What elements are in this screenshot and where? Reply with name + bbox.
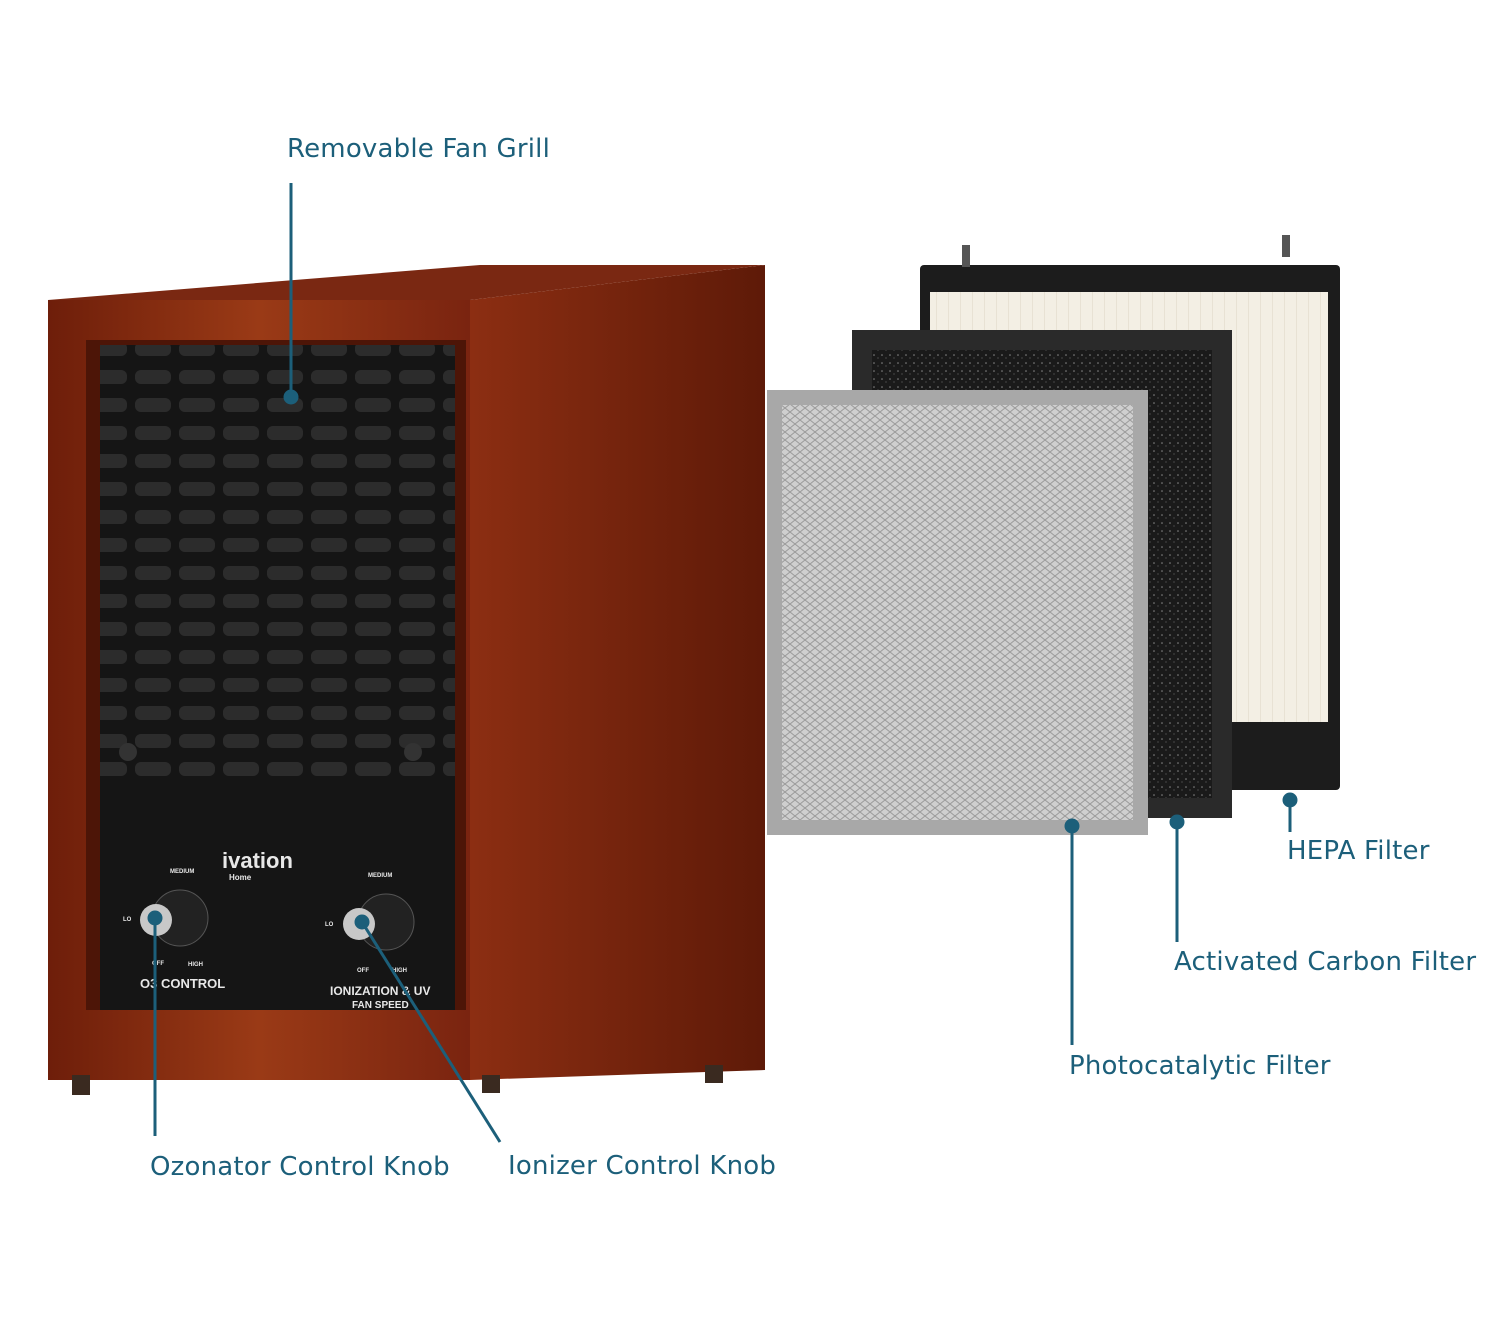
air-purifier: ivation Home MEDIUM LO OFF HIGH O3 CONTR… bbox=[48, 265, 765, 1095]
hepa-label: HEPA Filter bbox=[1287, 836, 1430, 866]
ionizer-dot bbox=[354, 914, 370, 930]
carbon-label: Activated Carbon Filter bbox=[1174, 947, 1477, 977]
ozonator-label: Ozonator Control Knob bbox=[150, 1152, 450, 1182]
svg-text:HIGH: HIGH bbox=[188, 962, 203, 968]
ionization-label: IONIZATION & UV bbox=[330, 984, 430, 998]
svg-text:MEDIUM: MEDIUM bbox=[170, 869, 194, 875]
cabinet-side bbox=[470, 265, 765, 1080]
photo-label: Photocatalytic Filter bbox=[1069, 1051, 1331, 1081]
svg-text:LO: LO bbox=[123, 917, 132, 923]
callout-lines bbox=[147, 183, 1298, 1143]
fan-grill-label: Removable Fan Grill bbox=[287, 134, 550, 164]
photocatalytic-filter bbox=[767, 390, 1148, 835]
svg-text:OFF: OFF bbox=[357, 968, 369, 974]
svg-text:MEDIUM: MEDIUM bbox=[368, 873, 392, 879]
carbon-dot bbox=[1169, 814, 1185, 830]
fan-grill bbox=[100, 345, 455, 780]
cabinet-top bbox=[48, 265, 765, 300]
ozonator-dot bbox=[147, 910, 163, 926]
fan-grill-dot bbox=[283, 389, 299, 405]
ionizer-label: Ionizer Control Knob bbox=[508, 1151, 777, 1181]
o3-control-label: O3 CONTROL bbox=[140, 976, 225, 991]
brand-logo: ivation bbox=[222, 848, 293, 873]
svg-text:OFF: OFF bbox=[152, 961, 164, 967]
brand-sub: Home bbox=[229, 873, 252, 882]
photo-dot bbox=[1064, 818, 1080, 834]
hepa-dot bbox=[1282, 792, 1298, 808]
control-panel bbox=[100, 780, 455, 1010]
fan-speed-label: FAN SPEED bbox=[352, 1000, 409, 1011]
svg-text:LO: LO bbox=[325, 922, 334, 928]
filters bbox=[767, 235, 1340, 835]
svg-text:HIGH: HIGH bbox=[392, 968, 407, 974]
